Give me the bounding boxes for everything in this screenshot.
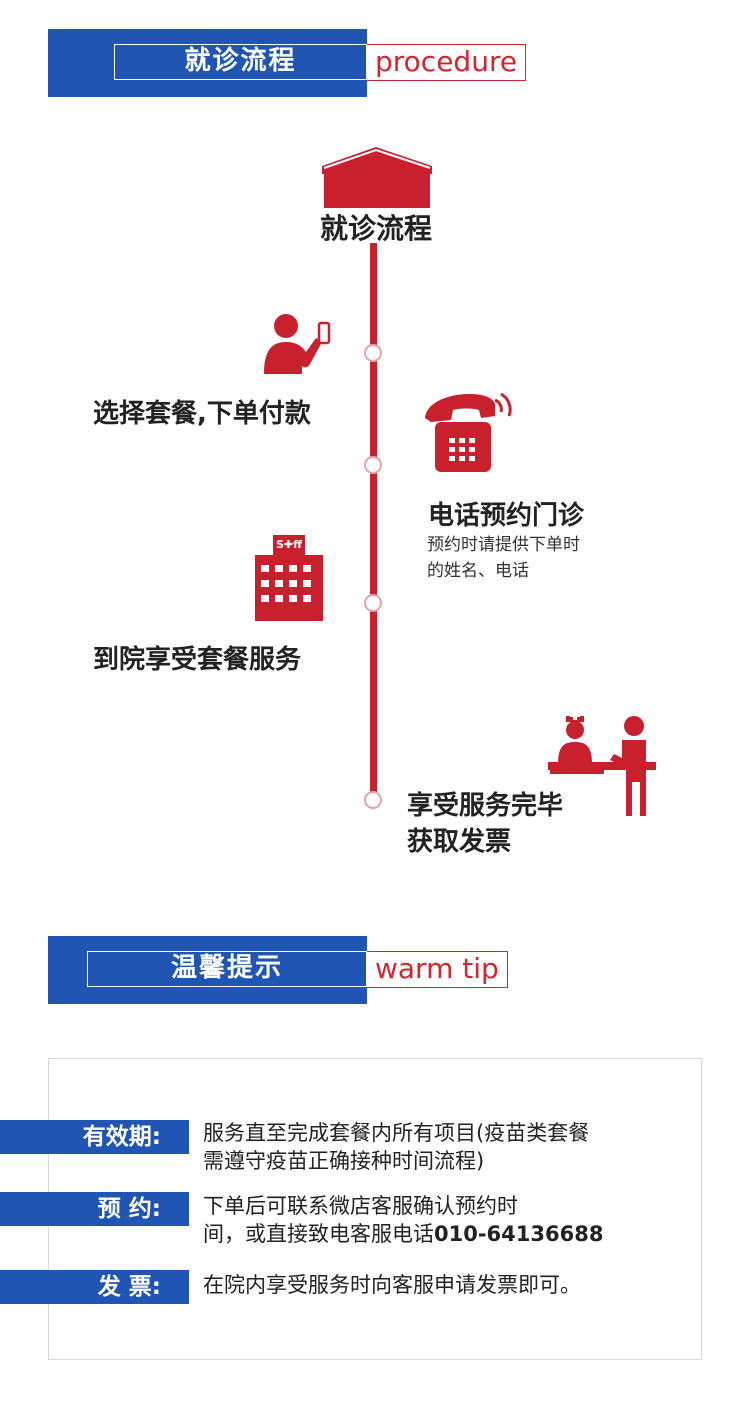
tip-label-booking: 预 约:: [0, 1192, 189, 1226]
tip-line: 间，或直接致电客服电话010-64136688: [203, 1220, 663, 1248]
tip-line: 需遵守疫苗正确接种时间流程): [203, 1149, 485, 1173]
telephone-icon: [425, 392, 512, 472]
step-3-label: 到院享受套餐服务: [93, 645, 302, 675]
step-4-label-line1: 享受服务完毕: [407, 791, 564, 821]
tip-label-invoice: 发 票:: [0, 1270, 189, 1304]
timeline-dot: [364, 344, 382, 362]
house-icon: [322, 147, 432, 208]
section-header-warm-tip: [48, 936, 367, 1004]
person-phone-icon: [264, 314, 331, 374]
tip-text-validity: 服务直至完成套餐内所有项目(疫苗类套餐 需遵守疫苗正确接种时间流程): [203, 1119, 663, 1175]
section-header-procedure: [48, 29, 367, 97]
tip-line: 服务直至完成套餐内所有项目(疫苗类套餐: [203, 1121, 590, 1145]
nurse-desk-icon: [548, 710, 656, 816]
tip-line-prefix: 间，或直接致电客服电话: [203, 1222, 434, 1246]
section-subtitle: warm tip: [367, 951, 508, 988]
timeline-dot: [364, 456, 382, 474]
hospital-sign: S✚ff: [273, 535, 305, 555]
hospital-icon: S✚ff: [255, 535, 323, 621]
section-title: 就诊流程: [114, 44, 367, 80]
tip-text-booking: 下单后可联系微店客服确认预约时 间，或直接致电客服电话010-64136688: [203, 1192, 663, 1248]
step-2-note-line2: 的姓名、电话: [427, 561, 529, 581]
timeline-dot: [364, 791, 382, 809]
tip-text-invoice: 在院内享受服务时向客服申请发票即可。: [203, 1271, 663, 1299]
tip-line: 下单后可联系微店客服确认预约时: [203, 1194, 518, 1218]
tip-label-validity: 有效期:: [0, 1120, 189, 1154]
step-1-label: 选择套餐,下单付款: [93, 399, 311, 429]
service-phone[interactable]: 010-64136688: [434, 1222, 604, 1246]
step-4-label-line2: 获取发票: [407, 827, 512, 857]
section-title: 温馨提示: [87, 951, 367, 987]
timeline-dot: [364, 594, 382, 612]
step-2-note-line1: 预约时请提供下单时: [427, 535, 580, 555]
flow-title: 就诊流程: [320, 212, 433, 245]
step-2-label: 电话预约门诊: [428, 501, 585, 531]
timeline-line: [370, 243, 377, 793]
section-subtitle: procedure: [367, 44, 527, 81]
tip-line: 在院内享受服务时向客服申请发票即可。: [203, 1273, 581, 1297]
